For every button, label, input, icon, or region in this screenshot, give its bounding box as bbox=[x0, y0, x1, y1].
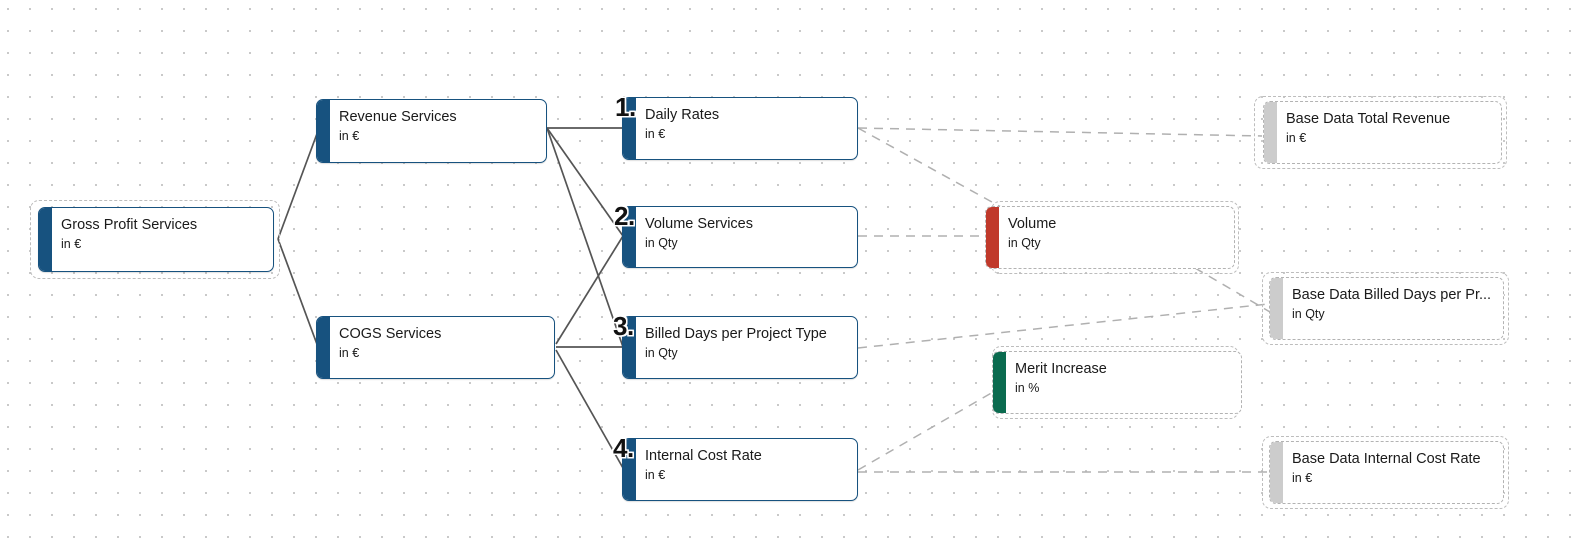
node-accent-bar bbox=[623, 317, 636, 378]
node-base-data-internal-cost-rate[interactable]: Base Data Internal Cost Rate in € bbox=[1269, 441, 1504, 504]
node-unit: in Qty bbox=[1008, 236, 1041, 250]
edge-revenue-to-volume-services bbox=[546, 127, 624, 237]
node-accent-bar bbox=[39, 208, 52, 271]
ordinal-badge-3: 3. bbox=[613, 311, 634, 341]
node-title: Revenue Services bbox=[339, 109, 457, 125]
node-unit: in € bbox=[1286, 131, 1307, 145]
edge-daily-rates-to-volume bbox=[857, 127, 1011, 213]
node-title: Base Data Total Revenue bbox=[1286, 111, 1451, 127]
node-unit: in Qty bbox=[645, 346, 678, 360]
node-body: Volume Services in Qty bbox=[636, 207, 857, 267]
node-unit: in € bbox=[61, 237, 82, 251]
node-accent-bar bbox=[623, 98, 636, 159]
node-billed-days-per-project-type[interactable]: Billed Days per Project Type in Qty bbox=[622, 316, 858, 379]
ordinal-badge-1: 1. bbox=[615, 92, 636, 122]
node-unit: in Qty bbox=[1292, 307, 1325, 321]
node-revenue-services[interactable]: Revenue Services in € bbox=[316, 99, 547, 163]
node-body: Gross Profit Services in € bbox=[52, 208, 273, 271]
node-body: Volume in Qty bbox=[999, 207, 1234, 268]
node-unit: in % bbox=[1015, 381, 1040, 395]
node-body: Revenue Services in € bbox=[330, 100, 546, 162]
node-merit-increase[interactable]: Merit Increase in % bbox=[992, 351, 1242, 414]
node-accent-bar bbox=[993, 352, 1006, 413]
node-daily-rates[interactable]: Daily Rates in € bbox=[622, 97, 858, 160]
node-title: Volume bbox=[1008, 216, 1057, 232]
node-internal-cost-rate[interactable]: Internal Cost Rate in € bbox=[622, 438, 858, 501]
dashed-edges bbox=[857, 127, 1271, 473]
node-unit: in € bbox=[645, 127, 666, 141]
node-base-data-billed-days[interactable]: Base Data Billed Days per Pr... in Qty bbox=[1269, 277, 1504, 340]
ordinal-badge-4: 4. bbox=[613, 433, 634, 463]
node-base-data-total-revenue[interactable]: Base Data Total Revenue in € bbox=[1263, 101, 1502, 164]
node-accent-bar bbox=[1270, 442, 1283, 503]
node-accent-bar bbox=[1264, 102, 1277, 163]
node-title: Daily Rates bbox=[645, 107, 720, 123]
edge-revenue-to-billed-days bbox=[546, 127, 624, 348]
node-title: Volume Services bbox=[645, 216, 753, 232]
ordinal-badge-2: 2. bbox=[614, 201, 635, 231]
node-body: Daily Rates in € bbox=[636, 98, 857, 159]
edge-gross-profit-to-revenue-services bbox=[277, 130, 319, 240]
group-frame-base-data-total-revenue bbox=[1254, 96, 1507, 169]
node-accent-bar bbox=[317, 100, 330, 162]
node-unit: in € bbox=[645, 468, 666, 482]
node-body: Billed Days per Project Type in Qty bbox=[636, 317, 857, 378]
node-accent-bar bbox=[986, 207, 999, 268]
node-title: Billed Days per Project Type bbox=[645, 326, 827, 342]
node-body: Base Data Total Revenue in € bbox=[1277, 102, 1501, 163]
group-frame-gross-profit-services bbox=[30, 200, 280, 279]
node-unit: in Qty bbox=[645, 236, 678, 250]
node-title: Internal Cost Rate bbox=[645, 448, 762, 464]
node-body: Base Data Billed Days per Pr... in Qty bbox=[1283, 278, 1503, 339]
solid-edges bbox=[277, 127, 624, 469]
node-accent-bar bbox=[623, 207, 636, 267]
node-gross-profit-services[interactable]: Gross Profit Services in € bbox=[38, 207, 274, 272]
node-unit: in € bbox=[1292, 471, 1313, 485]
node-accent-bar bbox=[1270, 278, 1283, 339]
edge-billed-days-to-base-data-billed-days bbox=[857, 303, 1269, 349]
node-unit: in € bbox=[339, 129, 360, 143]
node-accent-bar bbox=[317, 317, 330, 378]
node-unit: in € bbox=[339, 346, 360, 360]
node-title: Base Data Billed Days per Pr... bbox=[1292, 287, 1492, 303]
node-body: Internal Cost Rate in € bbox=[636, 439, 857, 500]
node-accent-bar bbox=[623, 439, 636, 500]
edge-internal-cost-rate-to-merit-increase bbox=[857, 387, 1001, 471]
node-body: Merit Increase in % bbox=[1006, 352, 1241, 413]
node-title: Gross Profit Services bbox=[61, 217, 198, 233]
node-volume-services[interactable]: Volume Services in Qty bbox=[622, 206, 858, 268]
edge-daily-rates-to-base-data-total-revenue bbox=[857, 127, 1263, 137]
node-title: Base Data Internal Cost Rate bbox=[1292, 451, 1481, 467]
node-title: Merit Increase bbox=[1015, 361, 1107, 377]
node-body: COGS Services in € bbox=[330, 317, 554, 378]
node-title: COGS Services bbox=[339, 326, 442, 342]
group-frame-base-data-internal-cost-rate bbox=[1262, 436, 1509, 509]
group-frame-base-data-billed-days bbox=[1262, 272, 1509, 345]
node-body: Base Data Internal Cost Rate in € bbox=[1283, 442, 1503, 503]
edge-gross-profit-to-cogs-services bbox=[277, 238, 319, 348]
node-volume[interactable]: Volume in Qty bbox=[985, 206, 1235, 269]
edge-volume-to-base-data-billed-days bbox=[1194, 267, 1271, 313]
node-cogs-services[interactable]: COGS Services in € bbox=[316, 316, 555, 379]
